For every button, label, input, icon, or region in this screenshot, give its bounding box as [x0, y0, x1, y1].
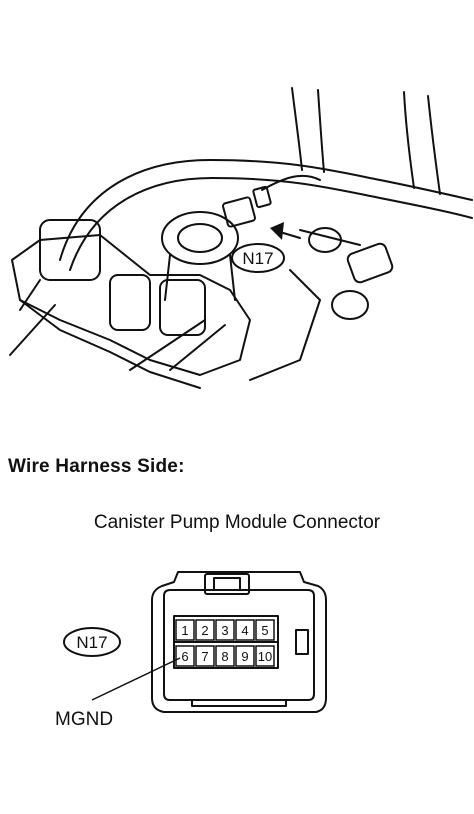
pipe-vertical-1 — [291, 87, 303, 171]
right-fitting — [308, 227, 342, 253]
leader-line-4 — [19, 279, 41, 311]
connector-plug — [222, 196, 256, 228]
connector-callout-oval — [63, 627, 121, 657]
pipe-vertical-2 — [317, 89, 325, 173]
leader-line-3 — [169, 324, 226, 371]
canister-block-1 — [39, 219, 101, 281]
pin-cell-4 — [235, 619, 255, 641]
pin-cell-5 — [255, 619, 275, 641]
hose-upper-inner — [69, 177, 473, 271]
hose-upper — [59, 159, 473, 261]
connector-latch — [204, 573, 250, 595]
pin-number-7: 7 — [201, 649, 208, 664]
base-bracket-edge — [19, 299, 201, 389]
pin-number-8: 8 — [221, 649, 228, 664]
component-location-illustration: N17 — [9, 87, 473, 389]
connector-plug-latch — [252, 185, 272, 209]
pin-cell-7 — [195, 645, 215, 667]
connector-latch-inner — [213, 577, 241, 591]
pin-cell-8 — [215, 645, 235, 667]
pin-number-6: 6 — [181, 649, 188, 664]
connector-callout-text: N17 — [76, 633, 107, 652]
pump-body — [161, 211, 239, 265]
section-heading: Wire Harness Side: — [8, 456, 185, 477]
pin-label-mgnd: MGND — [55, 709, 114, 730]
connector-housing-inner — [163, 589, 315, 701]
direction-arrow-shaft — [279, 231, 301, 239]
connector-housing-outer — [151, 571, 327, 713]
pin-number-4: 4 — [241, 623, 248, 638]
pin-cell-6 — [175, 645, 195, 667]
pipe-vertical-3 — [403, 91, 415, 189]
right-bracket — [249, 269, 321, 381]
pin-cell-2 — [195, 619, 215, 641]
pump-body-inner — [177, 223, 223, 253]
direction-arrow-head — [270, 222, 284, 240]
pin-cell-9 — [235, 645, 255, 667]
pump-stand — [164, 254, 236, 301]
leader-line-2 — [129, 319, 206, 371]
pin-cell-10 — [255, 645, 275, 667]
pin-number-9: 9 — [241, 649, 248, 664]
right-valve — [346, 242, 394, 284]
connector-title: Canister Pump Module Connector — [93, 512, 381, 533]
pin-cell-3 — [215, 619, 235, 641]
canister-block-2 — [109, 274, 151, 331]
harness-wire-2 — [299, 229, 361, 246]
pin-cell-1 — [175, 619, 195, 641]
pin-number-2: 2 — [201, 623, 208, 638]
pin-number-1: 1 — [181, 623, 188, 638]
base-bracket — [11, 234, 251, 376]
illustration-callout-oval — [231, 243, 285, 273]
harness-wire — [261, 174, 321, 191]
pin-number-3: 3 — [221, 623, 228, 638]
connector-bottom-tab — [191, 700, 287, 707]
pipe-vertical-4 — [427, 95, 441, 195]
right-round-part — [331, 290, 369, 320]
pin-number-5: 5 — [261, 623, 268, 638]
connector-side-key — [295, 629, 309, 655]
illustration-callout-text: N17 — [242, 249, 273, 268]
leader-line-1 — [9, 304, 56, 356]
pin-number-10: 10 — [258, 649, 272, 664]
mgnd-leader-line — [91, 657, 181, 701]
